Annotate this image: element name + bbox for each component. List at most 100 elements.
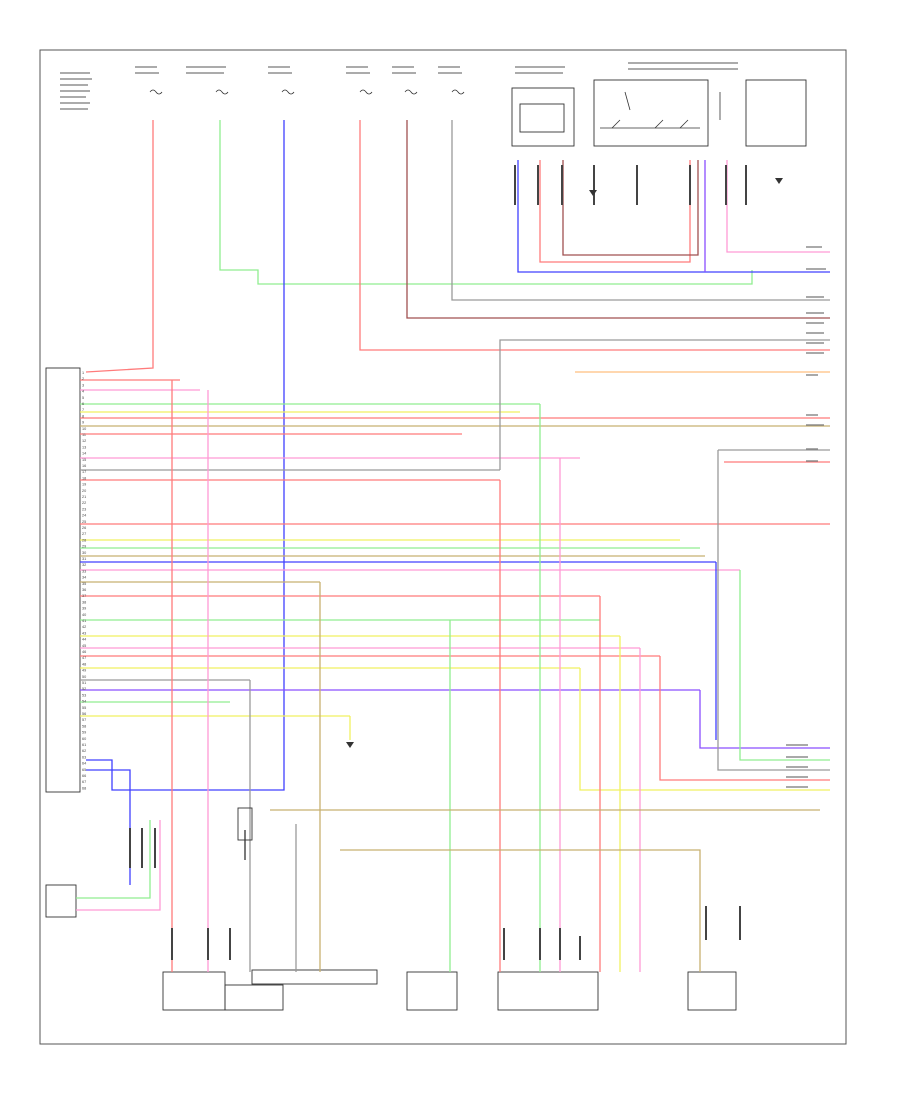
wire-right-9 — [579, 668, 830, 791]
pin-label: 45 — [82, 644, 86, 648]
pin-label: 13 — [82, 445, 86, 449]
pin-label: 60 — [82, 737, 86, 741]
pin-label: 63 — [82, 755, 86, 759]
pin-label: 12 — [82, 439, 86, 443]
pin-label: 44 — [82, 638, 86, 642]
wire-right-8 — [659, 656, 830, 781]
pin-label: 53 — [82, 693, 86, 697]
bottom-connector-strip — [251, 969, 378, 985]
right-edge-labels — [786, 246, 826, 788]
pin-label: 54 — [82, 700, 86, 704]
pin-label: 9 — [82, 421, 84, 425]
pin-label: 47 — [82, 656, 86, 660]
pin-label: 17 — [82, 470, 86, 474]
pin-label: 37 — [82, 594, 86, 598]
pin-label: 23 — [82, 507, 86, 511]
pin-label: 48 — [82, 662, 86, 666]
pin-label: 3 — [82, 383, 84, 387]
wire-pink-1 — [726, 160, 830, 253]
pin-label: 6 — [82, 402, 84, 406]
wire-red-3 — [539, 160, 691, 263]
pin-label: 16 — [82, 464, 86, 468]
wire-right-7 — [717, 450, 830, 771]
inner-box-left — [519, 103, 565, 133]
switch-contacts — [600, 91, 721, 129]
pin-label: 14 — [82, 452, 86, 456]
pin-label: 58 — [82, 724, 86, 728]
pin-label: 61 — [82, 743, 86, 747]
pin-label: 22 — [82, 501, 86, 505]
pin-label: 28 — [82, 538, 86, 542]
pin-label: 42 — [82, 625, 86, 629]
switch-assembly-box — [593, 79, 709, 147]
pin-label: 59 — [82, 731, 86, 735]
pin-label: 40 — [82, 613, 86, 617]
wires — [76, 120, 830, 972]
diagram-border — [39, 49, 847, 1045]
pin-label: 65 — [82, 768, 86, 772]
pin-label: 19 — [82, 483, 86, 487]
pin-label: 66 — [82, 774, 86, 778]
pin-label: 30 — [82, 551, 86, 555]
pin-label: 20 — [82, 489, 86, 493]
wire-gray-1 — [451, 120, 830, 301]
left-connector-pin-labels: 1234567891011121314151617181920212223242… — [82, 371, 86, 790]
bottom-component-4 — [497, 971, 599, 1011]
pin-label: 62 — [82, 749, 86, 753]
mid-component — [237, 807, 253, 841]
pin-label: 10 — [82, 427, 86, 431]
bottom-component-1 — [162, 971, 226, 1011]
pin-label: 33 — [82, 569, 86, 573]
pin-label: 68 — [82, 786, 86, 790]
pin-label: 35 — [82, 582, 86, 586]
wire-right-5 — [699, 690, 830, 749]
pin-label: 57 — [82, 718, 86, 722]
top-fuse-labels — [60, 62, 738, 110]
pin-label: 18 — [82, 476, 86, 480]
bottom-left-sensor-box — [45, 884, 77, 918]
wire-blue-2 — [517, 160, 830, 273]
wire-blue-1 — [86, 120, 285, 791]
pin-label: 24 — [82, 514, 86, 518]
bottom-component-2 — [224, 984, 284, 1011]
wire-brown-1 — [406, 120, 830, 319]
pin-label: 5 — [82, 396, 84, 400]
relay-box-left — [511, 87, 575, 147]
pin-label: 15 — [82, 458, 86, 462]
pin-label: 56 — [82, 712, 86, 716]
pin-label: 43 — [82, 631, 86, 635]
pin-label: 52 — [82, 687, 86, 691]
pin-label: 1 — [82, 371, 84, 375]
pin-label: 67 — [82, 780, 86, 784]
pin-label: 8 — [82, 414, 84, 418]
pin-label: 34 — [82, 576, 86, 580]
pin-label: 27 — [82, 532, 86, 536]
pin-label: 2 — [82, 377, 84, 381]
pin-label: 32 — [82, 563, 86, 567]
pin-label: 51 — [82, 681, 86, 685]
pin-label: 7 — [82, 408, 84, 412]
pin-label: 64 — [82, 762, 86, 766]
connector-marks — [129, 165, 747, 960]
pin-label: 11 — [82, 433, 86, 437]
pin-label: 21 — [82, 495, 86, 499]
left-connector-block — [45, 367, 81, 793]
wire-green-1 — [219, 120, 753, 285]
pin-label: 38 — [82, 600, 86, 604]
pin-label: 50 — [82, 675, 86, 679]
pin-label: 36 — [82, 588, 86, 592]
pin-label: 26 — [82, 526, 86, 530]
motor-box — [745, 79, 807, 147]
fuses-top — [149, 89, 465, 95]
wire-brown-2 — [562, 160, 699, 256]
pin-label: 49 — [82, 669, 86, 673]
wire-red-1 — [85, 120, 154, 373]
pin-label: 41 — [82, 619, 86, 623]
ground-symbols — [346, 178, 783, 748]
bottom-component-5 — [687, 971, 737, 1011]
pin-label: 4 — [82, 390, 84, 394]
bottom-component-3 — [406, 971, 458, 1011]
wire-red-2 — [359, 120, 830, 351]
pin-label: 25 — [82, 520, 86, 524]
